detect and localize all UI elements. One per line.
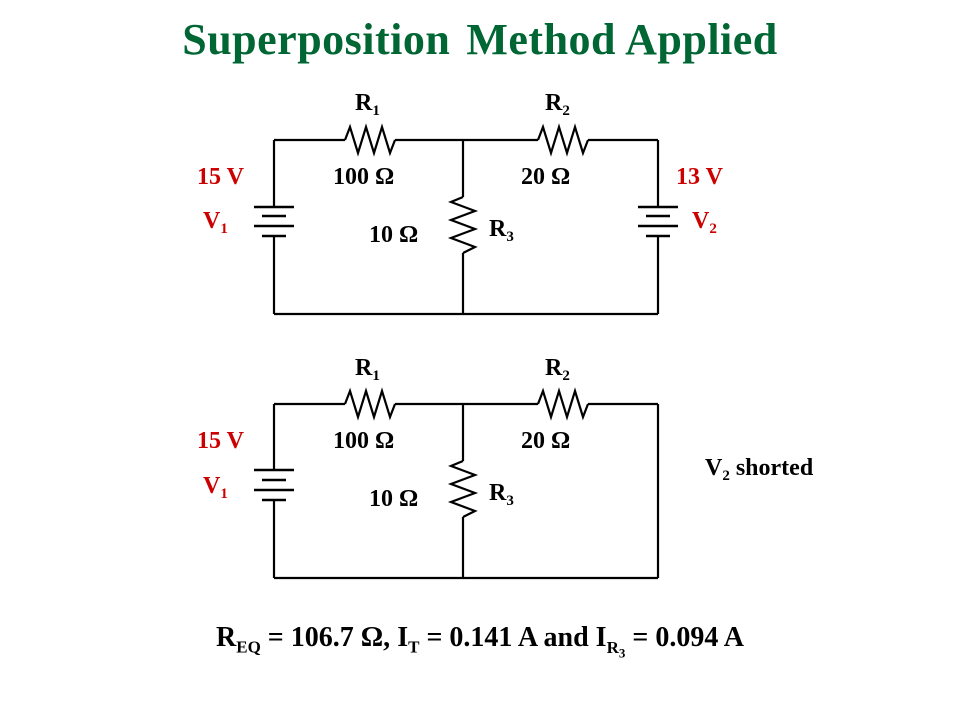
eq-ir3-sub-letter: R xyxy=(606,637,619,657)
c2-r1-value: 100 Ω xyxy=(333,428,394,454)
result-equation: REQ = 106.7 Ω, IT = 0.141 A and IR3 = 0.… xyxy=(0,622,960,661)
eq-ir3-letter: I xyxy=(595,622,607,653)
c1-r2-label: R2 xyxy=(545,90,570,119)
c2-v1-value: 15 V xyxy=(197,428,245,454)
eq-it-value: = 0.141 A and xyxy=(419,622,596,653)
c1-v1-value: 15 V xyxy=(197,164,245,190)
title-word-1: Superposition xyxy=(182,15,451,64)
title-word-2: Method Applied xyxy=(466,15,778,64)
eq-req-sub: EQ xyxy=(236,637,261,657)
c1-r2-resistor xyxy=(536,123,590,157)
c1-r1-value: 100 Ω xyxy=(333,164,394,190)
c2-r3-label: R3 xyxy=(489,480,514,509)
circuit-1: R1 R2 100 Ω 20 Ω 10 Ω R3 15 V V1 13 V V2 xyxy=(197,90,724,316)
c1-v1-label: V1 xyxy=(203,208,228,237)
c2-r3-resistor xyxy=(447,459,479,518)
eq-ir3-sub: R3 xyxy=(606,637,626,660)
c1-r3-label: R3 xyxy=(489,216,514,245)
eq-req-letter: R xyxy=(216,622,237,653)
c1-v2-value: 13 V xyxy=(676,164,724,190)
c1-r3-value: 10 Ω xyxy=(369,222,418,248)
c2-r1-label: R1 xyxy=(355,355,380,384)
circuit-2: R1 R2 100 Ω 20 Ω 10 Ω R3 15 V V1 V2 shor… xyxy=(197,355,814,580)
c2-r2-label: R2 xyxy=(545,355,570,384)
eq-ir3-subsub: 3 xyxy=(618,644,626,660)
c1-r3-resistor xyxy=(447,195,479,254)
c2-v1-label: V1 xyxy=(203,473,228,502)
c1-r1-resistor xyxy=(343,123,397,157)
page-title: Superposition Method Applied xyxy=(0,14,960,65)
eq-it-letter: I xyxy=(397,622,409,653)
c1-r2-value: 20 Ω xyxy=(521,164,570,190)
eq-ir3-value: = 0.094 A xyxy=(625,622,744,653)
eq-it-sub: T xyxy=(408,637,420,657)
c1-r1-label: R1 xyxy=(355,90,380,119)
c1-v2-label: V2 xyxy=(692,208,717,237)
c2-r3-value: 10 Ω xyxy=(369,486,418,512)
c2-r2-value: 20 Ω xyxy=(521,428,570,454)
c2-r2-resistor xyxy=(536,387,590,421)
eq-req-value: = 106.7 Ω, xyxy=(260,622,398,653)
c2-r1-resistor xyxy=(343,387,397,421)
c2-v2-shorted-note: V2 shorted xyxy=(705,455,814,484)
